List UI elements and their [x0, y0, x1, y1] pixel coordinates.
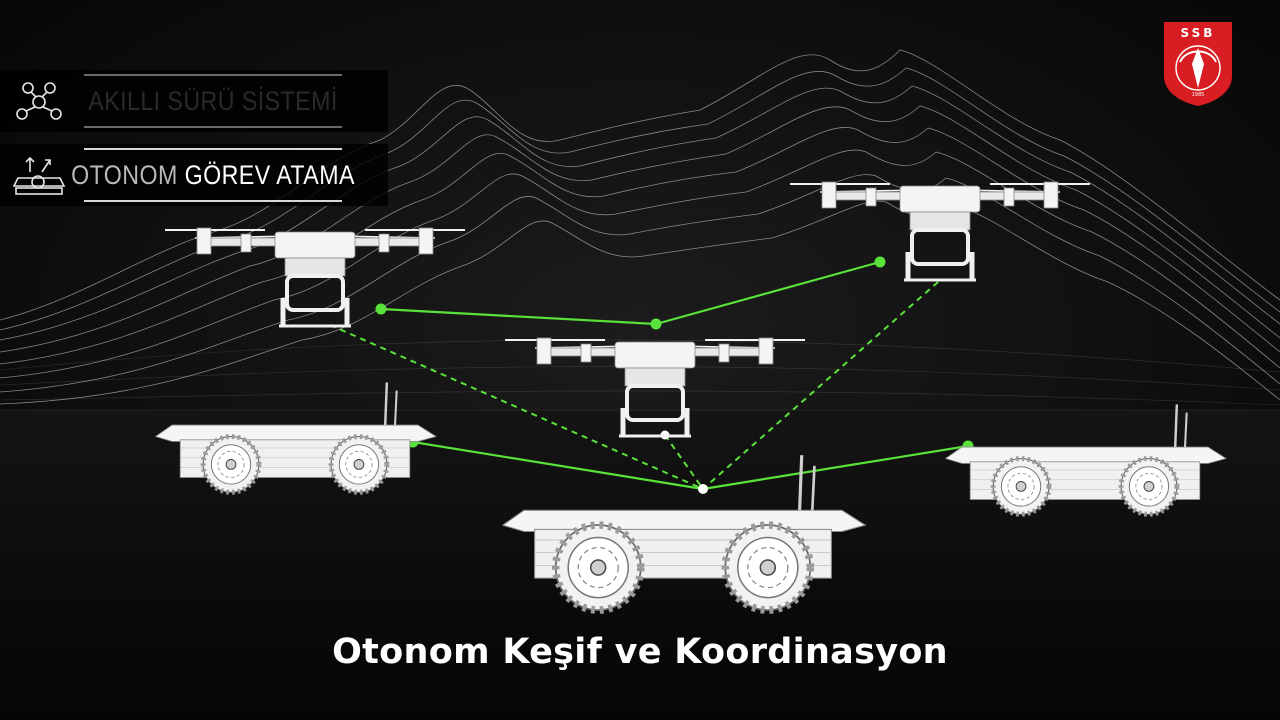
node-drone-right [874, 256, 886, 268]
node-hub [698, 484, 708, 494]
panel-label-smart-swarm: AKILLI SÜRÜ SİSTEMİ [84, 74, 342, 128]
link-ugv-left-to-hub [412, 440, 704, 491]
link-drone-left-to-hub [329, 324, 704, 490]
panel-label-text: AKILLI SÜRÜ SİSTEMİ [88, 85, 338, 116]
panel-row-smart-swarm: AKILLI SÜRÜ SİSTEMİ [0, 70, 388, 132]
node-center [650, 318, 662, 330]
ssb-logo: SSB 1985 [1164, 22, 1232, 106]
network-icon [16, 82, 62, 120]
logo-year: 1985 [1192, 92, 1205, 98]
panel-label-text-a: OTONOM [71, 159, 178, 190]
link-center-to-drone-right [655, 260, 881, 326]
caption: Otonom Keşif ve Koordinasyon [332, 632, 948, 672]
node-drone-left [375, 303, 387, 315]
panel-row-autonomous-task: OTONOM GÖREV ATAMA [0, 144, 388, 206]
panel-label-autonomous-task: OTONOM GÖREV ATAMA [71, 148, 354, 202]
task-assign-icon [12, 156, 66, 195]
link-drone-right-to-hub [702, 281, 939, 490]
link-lines [329, 256, 974, 494]
panel-label-text-b: GÖREV ATAMA [184, 159, 355, 190]
link-drone-center-to-hub [664, 434, 704, 490]
logo-letters: SSB [1181, 26, 1216, 40]
link-drone-left-to-center [380, 307, 657, 326]
link-hub-to-ugv-right [702, 444, 969, 491]
